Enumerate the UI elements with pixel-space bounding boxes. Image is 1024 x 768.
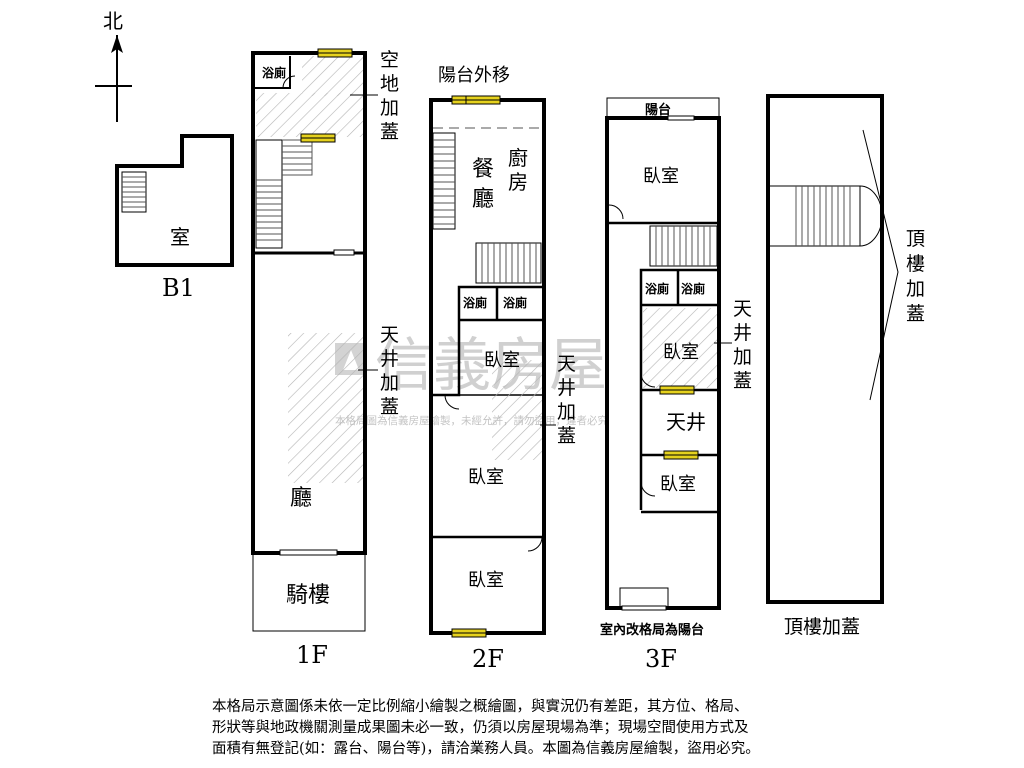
vertical-char: 空 <box>380 49 399 71</box>
vertical-char: 房 <box>508 170 528 194</box>
roof-floor-label: 頂樓加蓋 <box>784 616 860 638</box>
disclaimer-line-3: 面積有無登記(如：露台、陽台等)，請洽業務人員。本圖為信義房屋繪製，盜用必究。 <box>212 741 760 757</box>
vertical-char: 天 <box>557 353 576 375</box>
vertical-char: 蓋 <box>380 121 399 143</box>
vertical-char: 井 <box>733 322 752 344</box>
vertical-char: 井 <box>557 377 576 399</box>
vertical-char: 廳 <box>472 187 494 212</box>
b1-room-label: 室 <box>170 225 190 249</box>
vertical-char: 加 <box>906 278 925 300</box>
vertical-char: 蓋 <box>906 303 925 325</box>
2f-dining-label: 餐廳 <box>472 157 494 212</box>
vertical-char: 地 <box>380 73 399 95</box>
vertical-char: 天 <box>380 324 399 346</box>
vertical-char: 加 <box>557 401 576 423</box>
3f-floor-label: 3F <box>645 645 677 673</box>
1f-floor-label: 1F <box>296 641 328 669</box>
3f-bath2-label: 浴廁 <box>681 281 705 296</box>
compass-north-label: 北 <box>103 9 123 33</box>
vertical-char: 樓 <box>906 253 925 275</box>
2f-bedroom3-label: 臥室 <box>468 570 504 591</box>
1f-bath-label: 浴廁 <box>262 65 286 80</box>
vertical-char: 井 <box>380 348 399 370</box>
3f-bath1-label: 浴廁 <box>645 281 669 296</box>
2f-balcony-note: 陽台外移 <box>438 65 510 86</box>
2f-floor-label: 2F <box>472 645 504 673</box>
3f-bedroom1-label: 臥室 <box>643 166 679 187</box>
vertical-char: 廚 <box>508 146 528 170</box>
2f-kitchen-label: 廚房 <box>508 146 528 194</box>
disclaimer: 本格局示意圖係未依一定比例縮小繪製之概繪圖，與實況仍有差距，其方位、格局、 形狀… <box>212 697 872 760</box>
floor-3f: 陽台 臥室 浴廁 浴廁 臥室 天井 臥室 室內改格局為陽台 3 <box>600 97 752 673</box>
vertical-char: 頂 <box>906 228 925 250</box>
floor-b1: 室 B1 <box>115 134 234 302</box>
vertical-char: 加 <box>733 346 752 368</box>
3f-balcony-label: 陽台 <box>645 102 671 118</box>
3f-light-well-label: 天井 <box>666 410 706 434</box>
disclaimer-line-2: 形狀等與地政機關測量成果圖未必一致，仍須以房屋現場為準；現場空間使用方式及 <box>212 720 749 736</box>
vertical-char: 餐 <box>472 157 494 182</box>
vertical-char: 蓋 <box>557 425 576 447</box>
floor-1f: 浴廁 廳 騎樓 1F <box>251 48 399 669</box>
b1-floor-label: B1 <box>162 274 195 302</box>
north-arrow: 北 <box>95 9 132 122</box>
2f-bedroom2-label: 臥室 <box>468 467 504 488</box>
roof-note-vertical: 頂樓加蓋 <box>906 228 925 325</box>
2f-bedroom1-label: 臥室 <box>484 350 520 371</box>
3f-bedroom3-label: 臥室 <box>660 474 696 495</box>
2f-bath2-label: 浴廁 <box>503 295 527 310</box>
2f-bath1-label: 浴廁 <box>463 295 487 310</box>
vertical-char: 加 <box>380 372 399 394</box>
3f-bedroom2-label: 臥室 <box>663 342 699 363</box>
floor-roof: 頂樓加蓋 頂樓加蓋 <box>766 94 925 638</box>
1f-hall-label: 廳 <box>290 486 312 511</box>
vertical-char: 天 <box>733 298 752 320</box>
vertical-char: 蓋 <box>380 396 399 418</box>
disclaimer-line-1: 本格局示意圖係未依一定比例縮小繪製之概繪圖，與實況仍有差距，其方位、格局、 <box>212 699 749 715</box>
vertical-char: 蓋 <box>733 370 752 392</box>
vertical-char: 加 <box>380 97 399 119</box>
3f-conversion-note: 室內改格局為陽台 <box>600 622 704 638</box>
1f-arcade-label: 騎樓 <box>286 583 330 608</box>
watermark-brand: 信義房屋 <box>375 331 607 399</box>
